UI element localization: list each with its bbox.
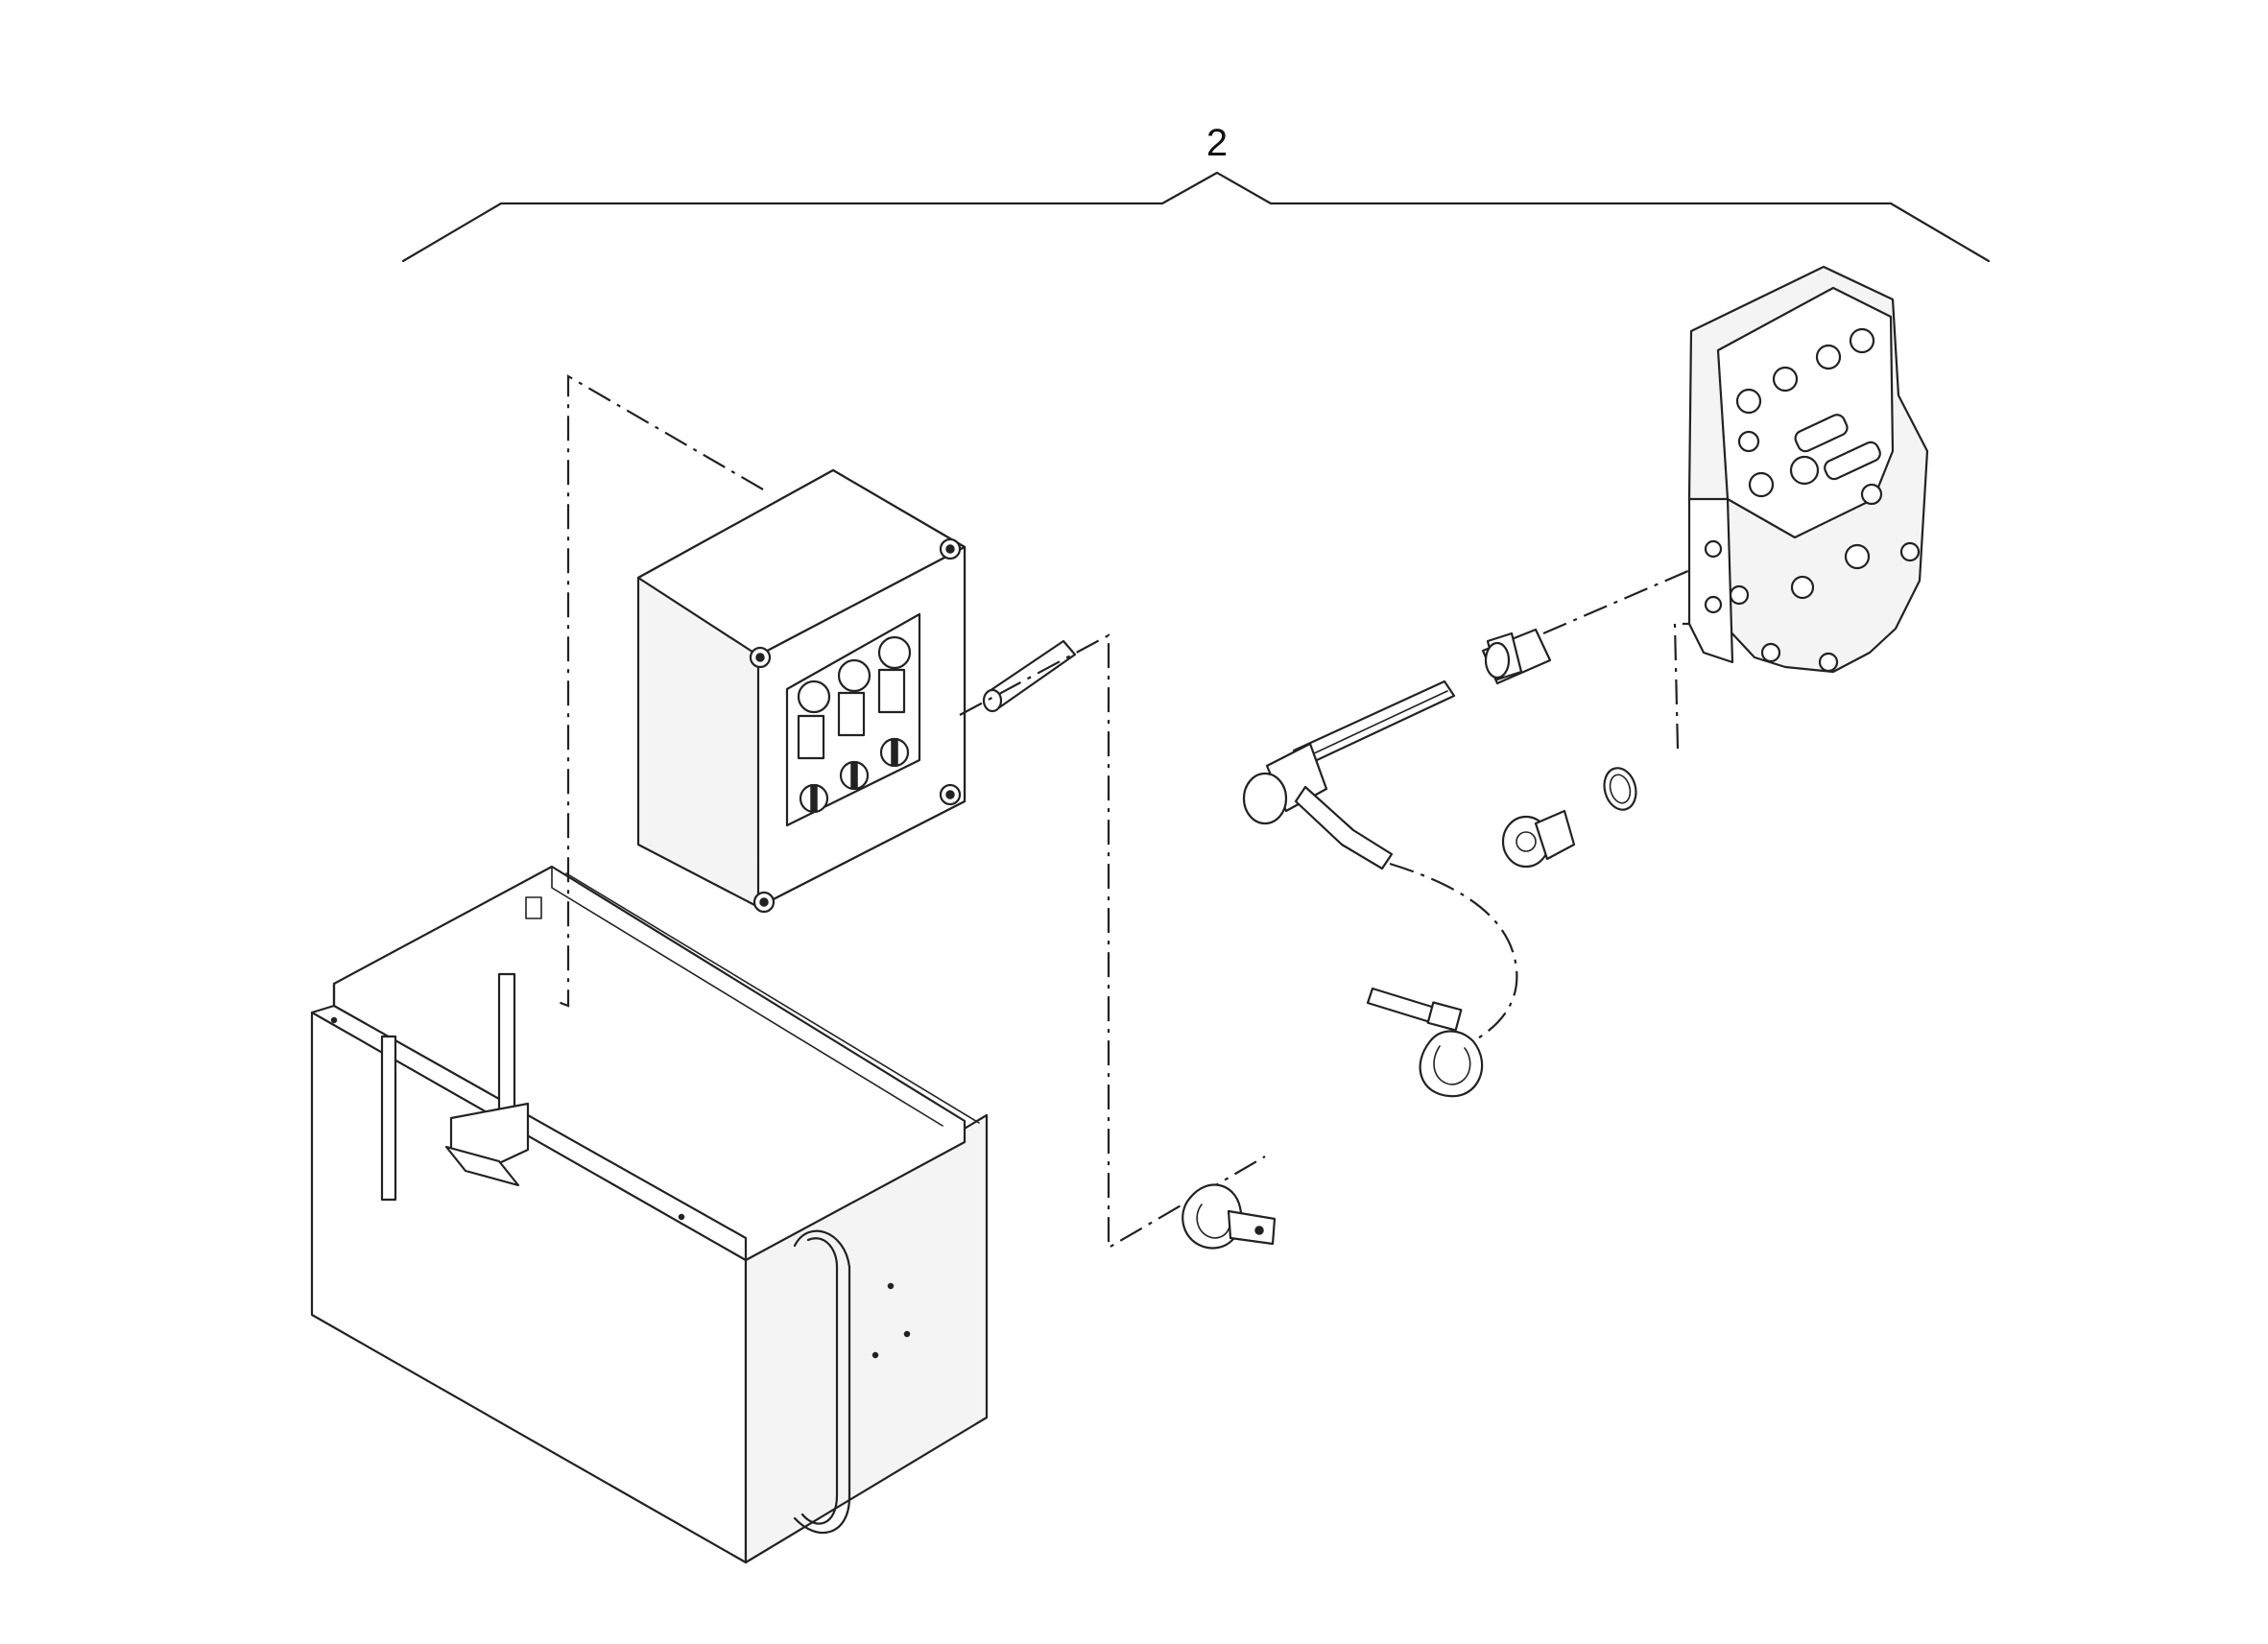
control-box[interactable] [636, 468, 967, 914]
mode-symbol-icon [797, 714, 825, 760]
pipe-clip[interactable] [1182, 1183, 1277, 1250]
o-ring[interactable] [1600, 765, 1640, 814]
water-drop-icon [837, 691, 866, 737]
connector-rod[interactable] [982, 639, 1077, 713]
cable-tie[interactable] [1366, 987, 1484, 1098]
tank[interactable] [310, 865, 989, 1564]
gearbox-cover[interactable] [1687, 265, 1929, 674]
heating-element[interactable] [1242, 679, 1456, 870]
threaded-fitting[interactable] [1481, 628, 1552, 685]
assembly-bracket: 2 [401, 122, 1991, 263]
tank-mounting-bracket [380, 896, 542, 1202]
thermometer-icon [877, 668, 906, 714]
plug-bolt[interactable] [1501, 809, 1576, 869]
indicator-lamps [797, 635, 912, 714]
rotary-switches[interactable] [799, 737, 910, 814]
callout-label-2[interactable]: 2 [1206, 122, 1228, 164]
tank-handle[interactable] [793, 1229, 851, 1535]
